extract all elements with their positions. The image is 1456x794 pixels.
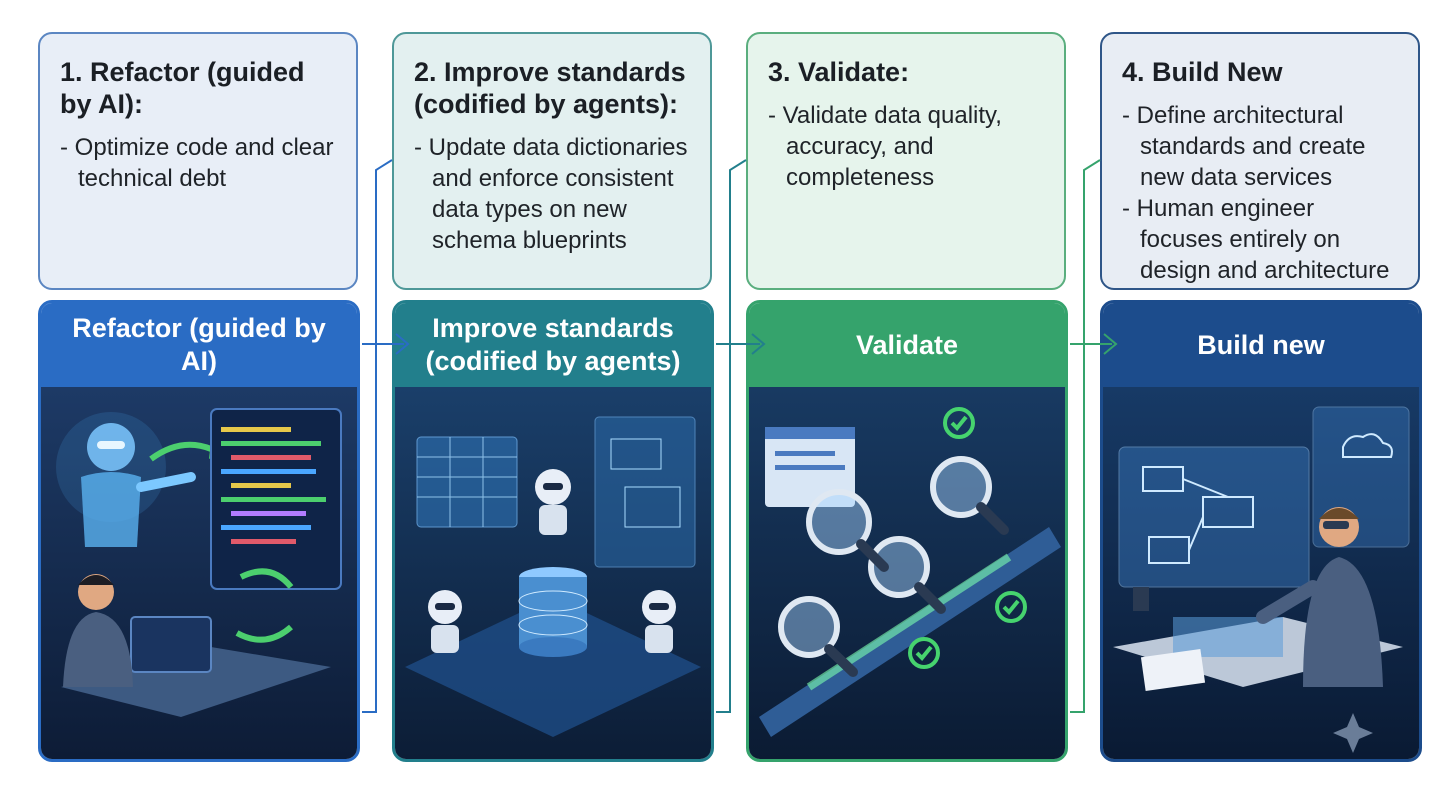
step-4-card-header: Build new: [1103, 303, 1419, 387]
step-3-card-label: Validate: [855, 329, 959, 360]
architect-engineer-icon: [1103, 387, 1419, 759]
magnifier-pipeline-icon: [749, 387, 1065, 759]
database-robots-icon: [395, 387, 711, 759]
step-1-bullet: Optimize code and clear technical debt: [60, 132, 338, 194]
step-3-bullet-list: Validate data quality, accuracy, and com…: [768, 100, 1046, 193]
step-4-bullet-list: Define architectural standards and creat…: [1122, 100, 1400, 286]
step-4-bullet-1: Define architectural standards and creat…: [1122, 100, 1400, 193]
robot-developer-icon: [41, 387, 357, 759]
step-1-card: Refactor (guided by AI): [38, 300, 360, 762]
step-2-card-label: Improve standards (codified by agents): [425, 313, 681, 376]
step-2-card-header: Improve standards (codified by agents): [395, 303, 711, 387]
step-4-card: Build new: [1100, 300, 1422, 762]
step-3-card: Validate: [746, 300, 1068, 762]
step-4-title: 4. Build New: [1122, 57, 1283, 87]
step-4-card-label: Build new: [1197, 329, 1325, 360]
step-1-card-label: Refactor (guided by AI): [72, 313, 326, 376]
step-2-card: Improve standards (codified by agents): [392, 300, 714, 762]
step-3-description-panel: 3. Validate: Validate data quality, accu…: [746, 32, 1066, 290]
step-1-card-header: Refactor (guided by AI): [41, 303, 357, 387]
step-4-description-panel: 4. Build New Define architectural standa…: [1100, 32, 1420, 290]
step-4-bullet-2: Human engineer focuses entirely on desig…: [1122, 193, 1400, 286]
step-3-card-header: Validate: [749, 303, 1065, 387]
step-1-bullet-list: Optimize code and clear technical debt: [60, 132, 338, 194]
step-3-title: 3. Validate:: [768, 57, 910, 87]
step-2-title: 2. Improve standards (codified by agents…: [414, 57, 686, 119]
step-2-bullet: Update data dictionaries and enforce con…: [414, 132, 692, 256]
step-1-title: 1. Refactor (guided by AI):: [60, 57, 305, 119]
step-1-description-panel: 1. Refactor (guided by AI): Optimize cod…: [38, 32, 358, 290]
step-3-bullet: Validate data quality, accuracy, and com…: [768, 100, 1046, 193]
step-2-bullet-list: Update data dictionaries and enforce con…: [414, 132, 692, 256]
step-2-description-panel: 2. Improve standards (codified by agents…: [392, 32, 712, 290]
